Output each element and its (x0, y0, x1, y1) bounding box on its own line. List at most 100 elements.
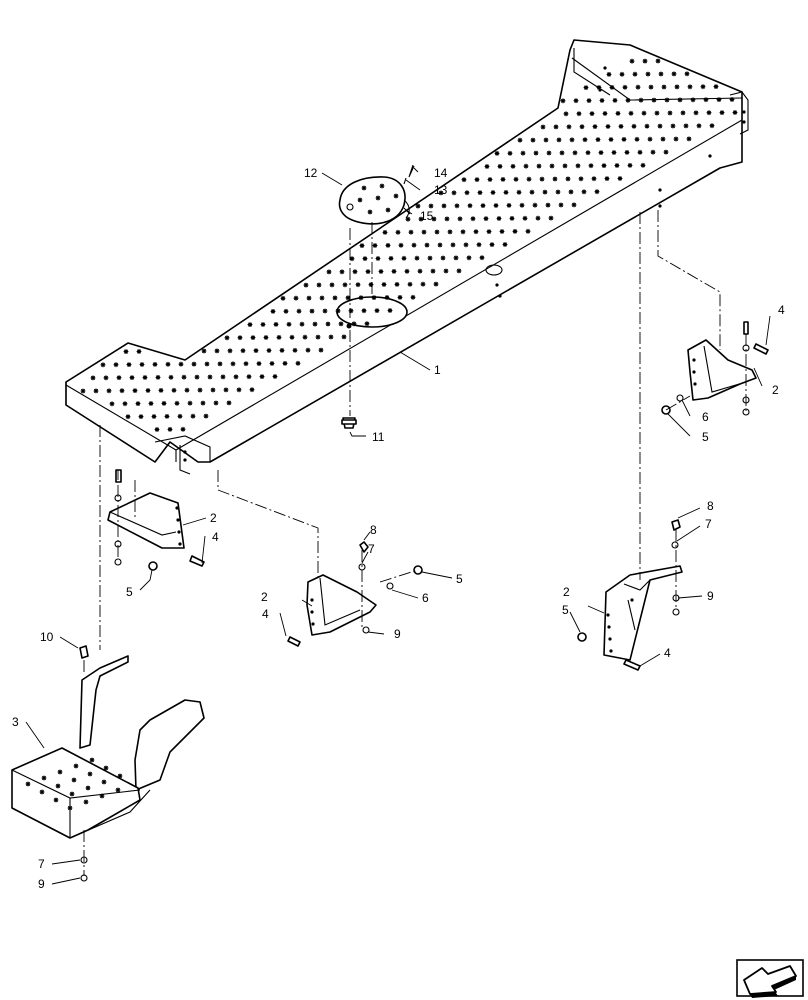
tread-hole (493, 203, 499, 208)
callout-9-step: 9 (38, 877, 45, 891)
callout-2-center: 2 (261, 590, 268, 604)
tread-hole (129, 375, 135, 380)
tread-hole (122, 401, 128, 407)
tread-hole (619, 71, 625, 77)
tread-hole (181, 374, 187, 380)
tread-hole (440, 255, 446, 261)
tread-hole (326, 269, 332, 275)
tread-hole (223, 387, 229, 393)
tread-hole (684, 71, 690, 77)
tread-hole (611, 150, 617, 155)
tread-hole (635, 84, 641, 90)
tread-hole (706, 110, 712, 116)
tread-hole (345, 295, 351, 301)
tread-hole (210, 387, 216, 393)
tread-hole (502, 242, 508, 247)
tread-hole (152, 362, 158, 367)
tread-hole (25, 781, 31, 787)
callout-2-left: 2 (210, 511, 217, 525)
tread-hole (542, 189, 548, 195)
tread-hole (263, 335, 269, 340)
tread-hole (716, 97, 722, 102)
tread-hole (667, 110, 673, 116)
tread-hole (533, 150, 539, 156)
tread-hole (191, 361, 197, 367)
tread-hole (348, 308, 354, 314)
fasteners (79, 321, 769, 882)
tread-hole (696, 123, 702, 129)
tread-hole (539, 176, 545, 182)
callout-1: 1 (434, 363, 441, 377)
tread-hole (220, 374, 226, 380)
tread-hole (100, 362, 106, 368)
tread-hole (575, 163, 581, 169)
tread-hole (55, 783, 61, 789)
tread-hole (184, 387, 190, 393)
tread-hole (352, 269, 358, 275)
tread-hole (393, 193, 399, 199)
tread-hole (299, 321, 305, 327)
tread-hole (686, 136, 692, 142)
exploded-view-direction-arrow-icon[interactable] (736, 959, 804, 998)
tread-hole (569, 137, 575, 143)
tread-hole (605, 124, 611, 129)
tread-hole (535, 215, 541, 221)
tread-hole (148, 401, 154, 406)
tread-hole (604, 176, 610, 181)
tread-hole (259, 374, 265, 379)
tread-hole (421, 229, 427, 235)
tread-hole (266, 348, 272, 353)
tread-hole (103, 765, 109, 771)
tread-hole (595, 137, 601, 142)
callout-12: 12 (304, 166, 318, 180)
tread-hole (372, 243, 378, 248)
tread-hole (136, 349, 142, 354)
callout-4-center: 4 (262, 607, 269, 621)
tread-hole (332, 295, 338, 301)
tread-hole (599, 98, 605, 103)
tread-hole (474, 177, 480, 182)
tread-hole (703, 97, 709, 103)
tread-hole (729, 97, 735, 102)
tread-hole (155, 375, 161, 380)
tread-hole (548, 215, 554, 221)
tread-hole (558, 202, 564, 208)
tread-hole (230, 361, 236, 367)
tread-hole (335, 308, 341, 314)
tread-hole (368, 282, 374, 287)
tread-hole (395, 229, 401, 235)
tread-hole (657, 123, 663, 129)
tread-hole (483, 216, 489, 221)
tread-hole (387, 308, 393, 313)
tread-hole (322, 308, 328, 314)
tread-hole (197, 387, 203, 393)
tread-hole (329, 282, 335, 288)
tread-hole (410, 294, 416, 300)
tread-hole (576, 111, 582, 117)
tread-hole (87, 771, 93, 777)
tread-hole (680, 110, 686, 116)
tread-hole (178, 361, 184, 367)
tread-hole (500, 177, 506, 182)
tread-hole (53, 797, 59, 803)
tread-hole (572, 150, 578, 156)
tread-hole (151, 414, 157, 419)
callout-5-right-lower: 5 (562, 603, 569, 617)
callout-11: 11 (372, 430, 385, 444)
tread-hole (591, 176, 597, 182)
tread-hole (673, 136, 679, 142)
tread-hole (305, 347, 311, 353)
tread-hole (525, 228, 531, 234)
tread-hole (357, 197, 363, 203)
tread-hole (503, 190, 509, 195)
tread-hole (565, 176, 571, 182)
tread-hole (592, 124, 598, 129)
callout-6-right-upper: 6 (702, 410, 709, 424)
tread-hole (306, 295, 312, 301)
tread-hole (224, 335, 230, 341)
tread-hole (453, 255, 459, 261)
tread-hole (384, 295, 390, 300)
tread-hole (391, 269, 397, 274)
tread-hole (359, 243, 365, 248)
tread-hole (233, 374, 239, 380)
